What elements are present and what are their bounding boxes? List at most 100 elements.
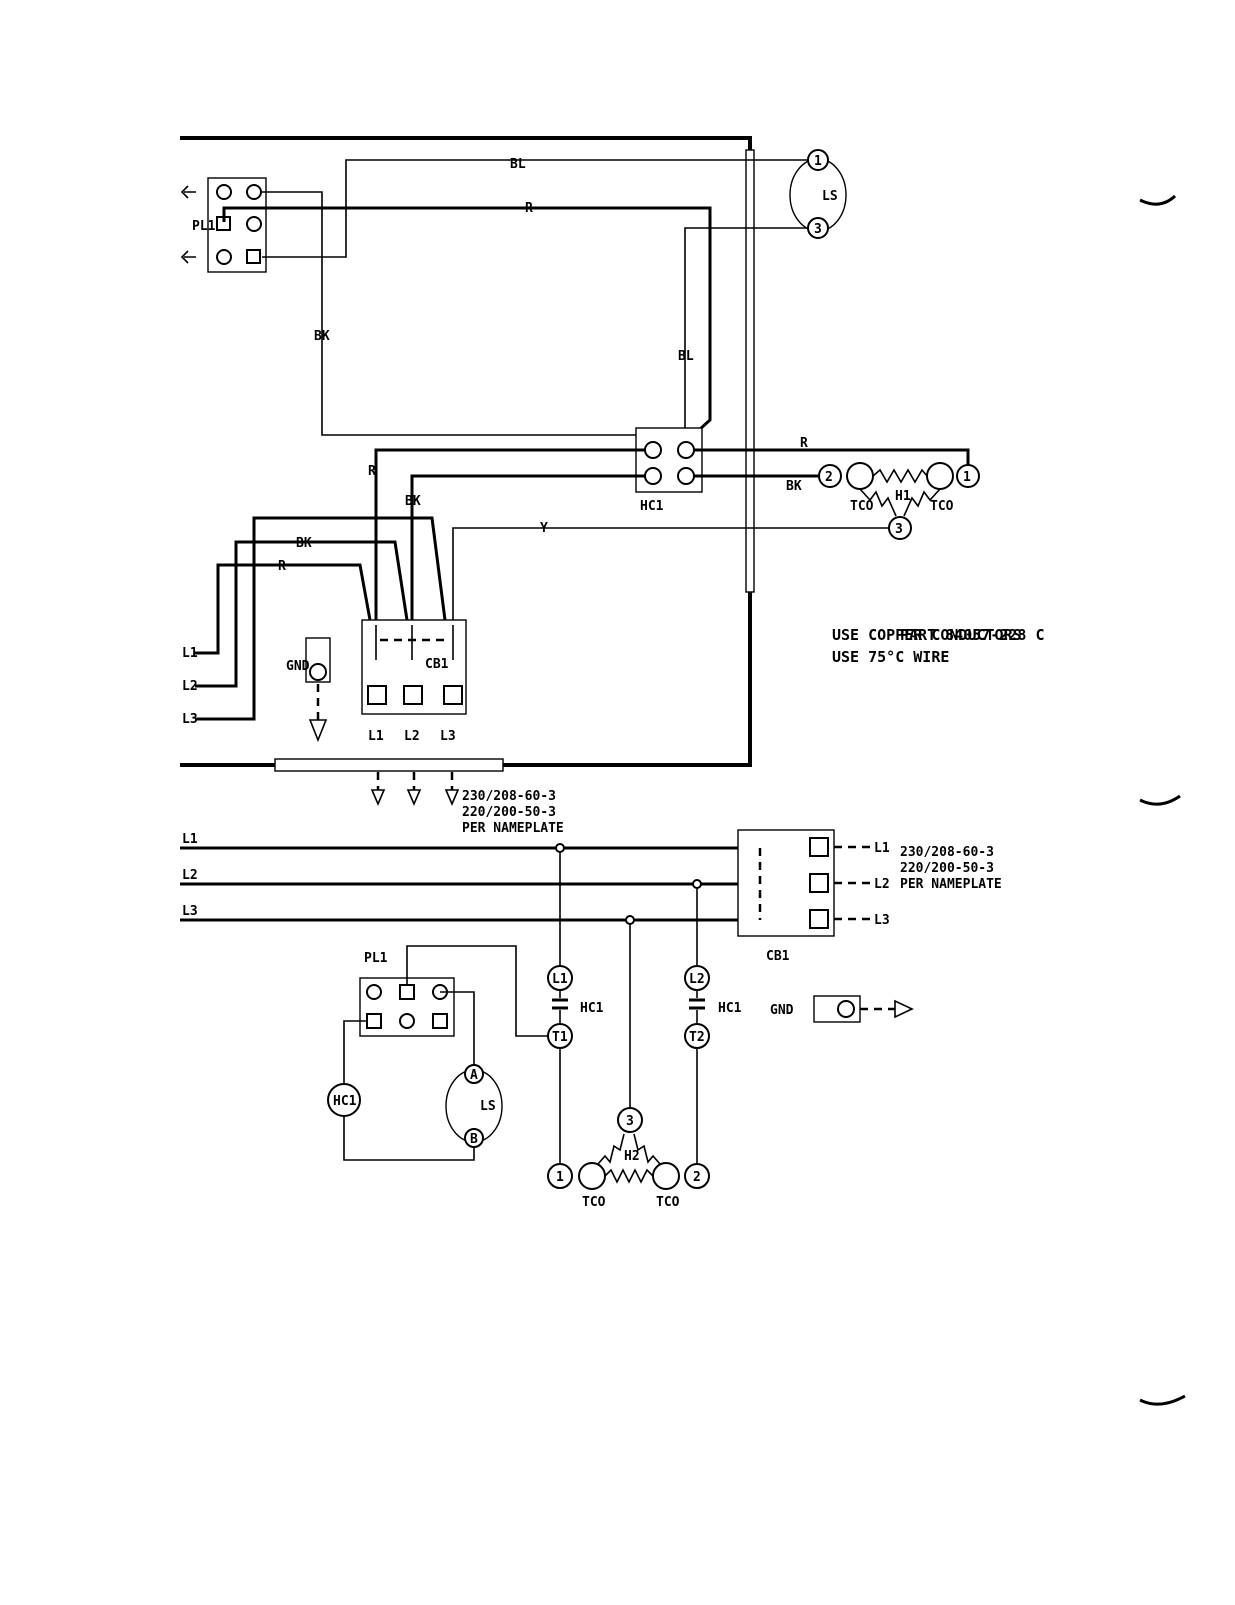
wire-label: BL bbox=[510, 157, 526, 172]
pl1-pin bbox=[246, 249, 261, 264]
heater-coil bbox=[903, 488, 941, 517]
h2-heater-element: 1 2 3 H2 TCO TCO bbox=[547, 1048, 710, 1210]
arrow-icon bbox=[444, 789, 460, 807]
h2-label: H2 bbox=[624, 1149, 640, 1164]
junction bbox=[692, 879, 702, 889]
cb1-breaker-upper: CB1 L1 L2 L3 bbox=[361, 619, 467, 744]
ground-upper: GND bbox=[286, 637, 331, 743]
svg-text:T2: T2 bbox=[689, 1030, 705, 1045]
svg-text:L3: L3 bbox=[182, 904, 198, 919]
hc1-label: HC1 bbox=[640, 499, 664, 514]
tco-label: TCO bbox=[850, 499, 874, 514]
heater-coil bbox=[872, 468, 928, 484]
cb1-breaker-lower: CB1 L1 L2 L3 bbox=[737, 829, 890, 964]
cb1-label: CB1 bbox=[766, 949, 790, 964]
svg-text:3: 3 bbox=[626, 1114, 634, 1129]
ground-icon bbox=[308, 719, 328, 743]
svg-text:A: A bbox=[470, 1068, 478, 1083]
harness-sleeve-right bbox=[745, 149, 755, 593]
pl1-label: PL1 bbox=[364, 951, 388, 966]
wire-label: R bbox=[368, 464, 376, 479]
note-supply-1: 230/208-60-3 bbox=[462, 789, 556, 804]
wire-r-hc1-cb1 bbox=[374, 448, 645, 625]
note-copper-conductors: USE COPPER CONDUCTORS bbox=[832, 626, 1022, 644]
cb1-label: CB1 bbox=[425, 657, 449, 672]
junction bbox=[625, 915, 635, 925]
tco-label: TCO bbox=[930, 499, 954, 514]
upper-wiring-diagram: PL1 BL BK R BL 1 3 LS bbox=[180, 136, 1045, 836]
wire-label: BK bbox=[296, 536, 312, 551]
wire-label: Y bbox=[540, 521, 548, 536]
hc1-coil: HC1 bbox=[327, 1083, 361, 1117]
h1-heater-element: 2 1 3 H1 TCO TCO bbox=[818, 462, 980, 540]
ground-lower: GND bbox=[770, 995, 914, 1023]
note-supply-2: 220/200-50-3 bbox=[900, 861, 994, 876]
svg-text:L2: L2 bbox=[182, 868, 198, 883]
arrow-icon bbox=[406, 789, 422, 807]
heater-coil bbox=[597, 1133, 625, 1165]
arrow-icon bbox=[370, 789, 386, 807]
arrow-icon bbox=[180, 250, 196, 264]
svg-text:L3: L3 bbox=[874, 913, 890, 928]
svg-text:2: 2 bbox=[693, 1170, 701, 1185]
svg-text:L1: L1 bbox=[552, 972, 568, 987]
tco-label: TCO bbox=[656, 1195, 680, 1210]
harness-sleeve-bottom bbox=[274, 758, 504, 772]
wire-coil-ls bbox=[343, 1116, 475, 1161]
pl1-pin bbox=[246, 184, 262, 200]
wire-label: R bbox=[525, 201, 533, 216]
supply-label: L1 bbox=[182, 646, 198, 661]
binder-mark bbox=[1139, 794, 1181, 806]
binder-mark bbox=[1139, 1394, 1186, 1406]
junction bbox=[555, 843, 565, 853]
tco-label: TCO bbox=[582, 1195, 606, 1210]
pl1-plug-lower: PL1 bbox=[359, 951, 455, 1037]
svg-text:B: B bbox=[470, 1132, 478, 1147]
svg-text:3: 3 bbox=[814, 222, 822, 237]
heater-coil bbox=[604, 1168, 654, 1184]
wire-y-h1-cb1 bbox=[452, 527, 889, 620]
wire-label: BK bbox=[786, 479, 802, 494]
binder-mark bbox=[1139, 194, 1177, 206]
wire-supply-l1 bbox=[195, 563, 372, 655]
note-supply-1: 230/208-60-3 bbox=[900, 845, 994, 860]
svg-text:L2: L2 bbox=[404, 729, 420, 744]
note-part-number: PART 84057-228 C bbox=[900, 626, 1045, 644]
note-supply-3: PER NAMEPLATE bbox=[462, 821, 564, 836]
svg-text:1: 1 bbox=[556, 1170, 564, 1185]
wire-bk-pl1-hc1 bbox=[262, 191, 640, 436]
wire-bk-hc1-cb1 bbox=[410, 474, 645, 625]
note-supply-2: 220/200-50-3 bbox=[462, 805, 556, 820]
hc1-label: HC1 bbox=[580, 1001, 604, 1016]
wire-label: BK bbox=[314, 329, 330, 344]
wire-bl-ls-hc1 bbox=[684, 227, 812, 440]
wire-supply-l3 bbox=[195, 516, 447, 721]
svg-text:L3: L3 bbox=[440, 729, 456, 744]
lower-schematic: L1 L2 L3 CB1 L1 L2 L3 230/208-60-3 220/2… bbox=[180, 829, 1002, 1210]
wire-r-hc1-h1 bbox=[694, 448, 970, 470]
wire-pl1-hc1-coil bbox=[406, 945, 548, 1037]
heater-coil bbox=[633, 1133, 661, 1165]
pl1-pin bbox=[216, 249, 232, 265]
ls-label: LS bbox=[480, 1099, 496, 1114]
gnd-label: GND bbox=[770, 1003, 794, 1018]
wire-label: R bbox=[278, 559, 286, 574]
supply-label: L3 bbox=[182, 712, 198, 727]
limit-switch-lower: A B LS bbox=[445, 1064, 503, 1148]
wire-r-pl1-hc1 bbox=[222, 206, 712, 442]
wire-pl1-hc1 bbox=[343, 1020, 367, 1086]
wire-label: BK bbox=[405, 494, 421, 509]
svg-text:L2: L2 bbox=[689, 972, 705, 987]
svg-text:1: 1 bbox=[963, 470, 971, 485]
svg-text:1: 1 bbox=[814, 154, 822, 169]
pl1-pin bbox=[246, 216, 262, 232]
hc1-contactor-upper: HC1 bbox=[635, 427, 703, 514]
wire-label: BL bbox=[678, 349, 694, 364]
heater-coil bbox=[859, 488, 897, 517]
svg-text:3: 3 bbox=[895, 522, 903, 537]
wire-pl1-ls bbox=[440, 991, 475, 1068]
svg-text:HC1: HC1 bbox=[333, 1094, 357, 1109]
hc1-contacts-lower: L1 T1 HC1 L2 T2 HC1 bbox=[547, 965, 742, 1049]
